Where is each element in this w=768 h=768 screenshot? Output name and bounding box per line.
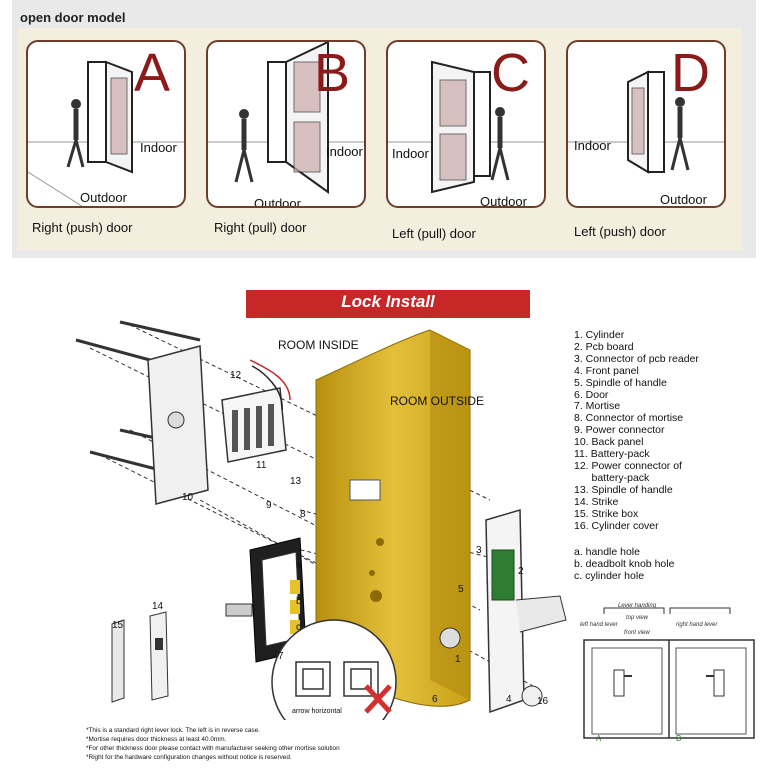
room-inside-label: ROOM INSIDE	[278, 338, 359, 352]
lock-install-diagram	[75, 320, 567, 720]
strike	[149, 611, 169, 701]
door-card-c: C Indoor Outdoor	[386, 40, 546, 208]
note-line: *Right for the hardware configuration ch…	[86, 754, 292, 761]
room-outside-label: ROOM OUTSIDE	[390, 394, 485, 408]
door-letter-c: C	[491, 43, 530, 103]
parts-list-item: 11. Battery-pack	[574, 448, 650, 461]
parts-list-item: 14. Strike	[574, 495, 619, 508]
indoor-label: Indoor	[574, 138, 611, 153]
callout-6: 6	[432, 694, 438, 705]
parts-list-item: 10. Back panel	[574, 436, 644, 449]
battery-pack	[221, 387, 287, 463]
callout-5: 5	[458, 584, 464, 595]
callout-3: 3	[476, 545, 482, 556]
left-hand-lever-label: left hand lever	[580, 622, 618, 628]
note-line: *This is a standard right lever lock. Th…	[86, 727, 260, 734]
outdoor-label: Outdoor	[80, 190, 127, 205]
door-illustration-d	[568, 70, 724, 174]
parts-list-item: battery-pack	[574, 471, 650, 484]
lever-handing-label: Lever handing	[618, 603, 657, 609]
hole-list: a. handle hole b. deadbolt knob hole c. …	[574, 546, 764, 582]
door-card-d: D Indoor Outdoor	[566, 40, 726, 208]
cylinder	[439, 627, 461, 649]
parts-list-item: 9. Power connector	[574, 424, 665, 437]
hole-letter-c: c	[296, 622, 301, 633]
door-card-a: A Indoor Outdoor	[26, 40, 186, 208]
hole-letter-a: a	[296, 560, 302, 571]
door-card-b: B Indoor Outdoor	[206, 40, 366, 208]
callout-10: 10	[182, 492, 194, 503]
parts-list-item: 13. Spindle of handle	[574, 483, 673, 496]
parts-list-item: 7. Mortise	[574, 400, 621, 413]
parts-list-item: 2. Pcb board	[574, 340, 634, 353]
strike-box	[111, 619, 125, 703]
lock-install-title: Lock Install	[341, 292, 435, 311]
top-view-label: top view	[626, 615, 649, 621]
door-cutout	[349, 479, 381, 501]
door-caption-c: Left (pull) door	[392, 226, 476, 241]
parts-list-item: 8. Connector of mortise	[574, 412, 684, 425]
callout-16: 16	[537, 696, 549, 707]
indoor-label: Indoor	[392, 146, 429, 161]
indoor-label: Indoor	[326, 144, 363, 159]
lever-handing-diagram	[583, 607, 755, 739]
door-label-b: B	[676, 734, 682, 743]
install-notes: *This is a standard right lever lock. Th…	[86, 726, 446, 762]
callout-12: 12	[230, 370, 242, 381]
outdoor-label: Outdoor	[480, 194, 527, 208]
door-illustration-b	[208, 42, 364, 194]
callout-15: 15	[112, 620, 124, 631]
lock-install-banner	[246, 290, 530, 318]
outdoor-label: Outdoor	[660, 192, 707, 207]
parts-list-item: 1. Cylinder	[574, 329, 625, 341]
parts-list: 1. Cylinder 2. Pcb board 3. Connector of…	[574, 329, 764, 532]
door-label-a: A	[596, 734, 602, 743]
indoor-label: Indoor	[140, 140, 177, 155]
parts-list-item: 3. Connector of pcb reader	[574, 352, 699, 365]
note-line: *Mortise requires door thickness at leas…	[86, 736, 227, 743]
mounting-screws	[75, 320, 201, 472]
door-illustration-c	[388, 60, 544, 194]
handle-lever	[515, 595, 567, 633]
parts-list-item: 5. Spindle of handle	[574, 376, 667, 389]
door-illustration-a	[28, 60, 184, 206]
door-caption-a: Right (push) door	[32, 220, 133, 235]
note-line: *For other thickness door please contact…	[86, 745, 340, 752]
callout-1: 1	[455, 654, 461, 665]
cylinder-cover	[521, 685, 543, 707]
door-letter-b: B	[313, 43, 350, 103]
outdoor-label: Outdoor	[254, 196, 301, 208]
callout-13: 13	[290, 476, 302, 487]
parts-list-item: 12. Power connector of	[574, 459, 682, 472]
hole-list-item: a. handle hole	[574, 546, 640, 558]
parts-list-item: 16. Cylinder cover	[574, 519, 659, 532]
front-view-label: front view	[624, 630, 650, 636]
hole-letter-b: b	[296, 596, 302, 607]
callout-2: 2	[518, 566, 524, 577]
door-caption-d: Left (push) door	[574, 224, 666, 239]
parts-list-item: 6. Door	[574, 388, 609, 401]
callout-14: 14	[152, 601, 164, 612]
right-hand-lever-label: right hand lever	[676, 622, 718, 628]
callout-11: 11	[256, 460, 267, 471]
door-letter-a: A	[133, 43, 170, 103]
callout-4: 4	[506, 694, 512, 705]
callout-8: 8	[300, 509, 306, 520]
door-letter-d: D	[671, 43, 710, 103]
callout-9: 9	[266, 500, 272, 511]
door-model-title: open door model	[20, 10, 126, 25]
hole-list-item: c. cylinder hole	[574, 570, 645, 582]
door-caption-b: Right (pull) door	[214, 220, 307, 235]
arrow-horizontal-label: arrow horizontal	[292, 708, 342, 715]
callout-7: 7	[278, 651, 284, 662]
parts-list-item: 15. Strike box	[574, 507, 639, 520]
parts-list-item: 4. Front panel	[574, 364, 639, 377]
hole-list-item: b. deadbolt knob hole	[574, 558, 675, 570]
pcb-board	[491, 549, 515, 601]
